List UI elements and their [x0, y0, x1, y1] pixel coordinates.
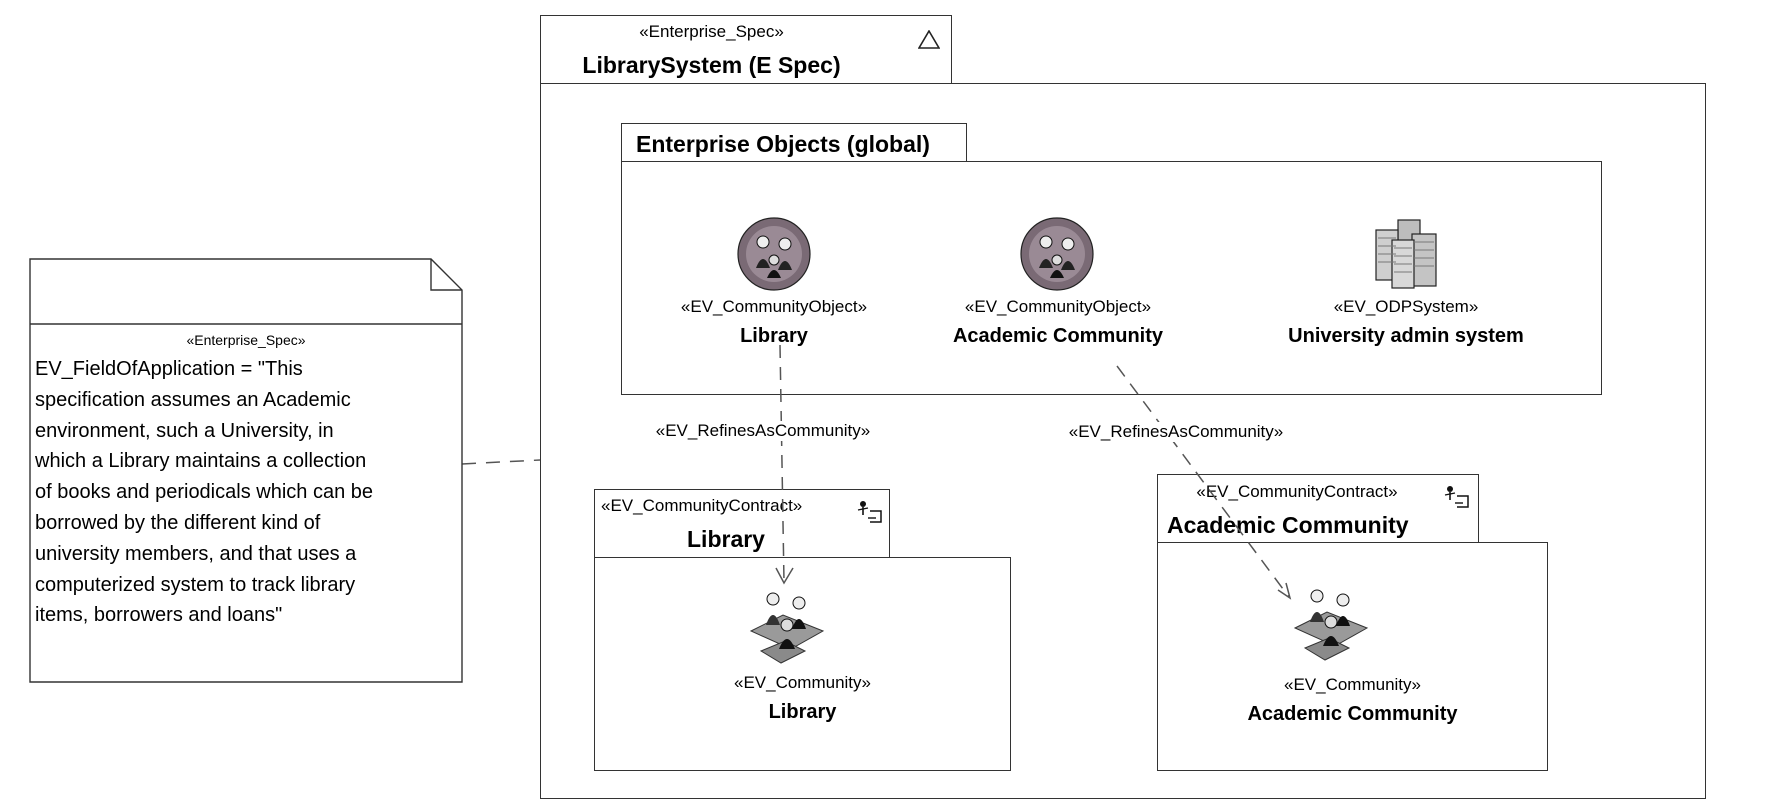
- note-line: items, borrowers and loans": [35, 604, 283, 627]
- odp-system-icon: [1368, 218, 1444, 290]
- object-stereotype: «EV_ODPSystem»: [1333, 297, 1479, 316]
- community-icon: [1285, 582, 1375, 664]
- contract-stereotype: «EV_CommunityContract»: [601, 496, 803, 515]
- package-stereotype: «Enterprise_Spec»: [639, 22, 784, 41]
- note-anchor-line: [461, 459, 541, 465]
- community-icon: [741, 585, 831, 667]
- object-stereotype: «EV_CommunityObject»: [964, 297, 1152, 316]
- package-tab[interactable]: [540, 15, 952, 84]
- note-line: EV_FieldOfApplication = "This: [35, 358, 303, 380]
- contract-tab[interactable]: [594, 489, 890, 558]
- note-line: borrowed by the different kind of: [35, 511, 321, 534]
- note[interactable]: «Enterprise_Spec» EV_FieldOfApplication …: [29, 258, 463, 683]
- contract-icon: [1443, 482, 1471, 510]
- triangle-icon: [917, 29, 941, 50]
- note-stereotype: «Enterprise_Spec»: [186, 332, 306, 348]
- package-title: LibrarySystem (E Spec): [582, 52, 841, 78]
- community-stereotype: «EV_Community»: [1283, 675, 1421, 694]
- note-line: environment, such a University, in: [35, 419, 334, 442]
- note-line: of books and periodicals which can be: [35, 481, 373, 504]
- object-stereotype: «EV_CommunityObject»: [680, 297, 868, 316]
- contract-name: Library: [687, 526, 765, 552]
- relation-label: «EV_RefinesAsCommunity»: [633, 421, 893, 441]
- object-name: Academic Community: [952, 325, 1164, 347]
- contract-stereotype: «EV_CommunityContract»: [1196, 482, 1398, 501]
- note-line: specification assumes an Academic: [35, 388, 351, 411]
- note-line: computerized system to track library: [35, 573, 356, 596]
- note-line: university members, and that uses a: [35, 542, 357, 565]
- object-name: University admin system: [1288, 325, 1524, 347]
- note-text: EV_FieldOfApplication = "This specificat…: [35, 354, 459, 631]
- object-name: Library: [740, 325, 808, 347]
- note-line: which a Library maintains a collection: [35, 450, 367, 473]
- contract-name: Academic Community: [1167, 512, 1409, 538]
- note-frame: [29, 258, 463, 683]
- contract-icon: [856, 497, 884, 525]
- community-object-icon: [736, 216, 812, 292]
- objects-package-title: Enterprise Objects (global): [636, 131, 930, 157]
- community-name: Academic Community: [1247, 703, 1458, 725]
- community-name: Library: [768, 701, 837, 723]
- relation-label: «EV_RefinesAsCommunity»: [1046, 422, 1306, 442]
- community-stereotype: «EV_Community»: [733, 673, 871, 692]
- community-object-icon: [1019, 216, 1095, 292]
- contract-body[interactable]: [594, 557, 1011, 771]
